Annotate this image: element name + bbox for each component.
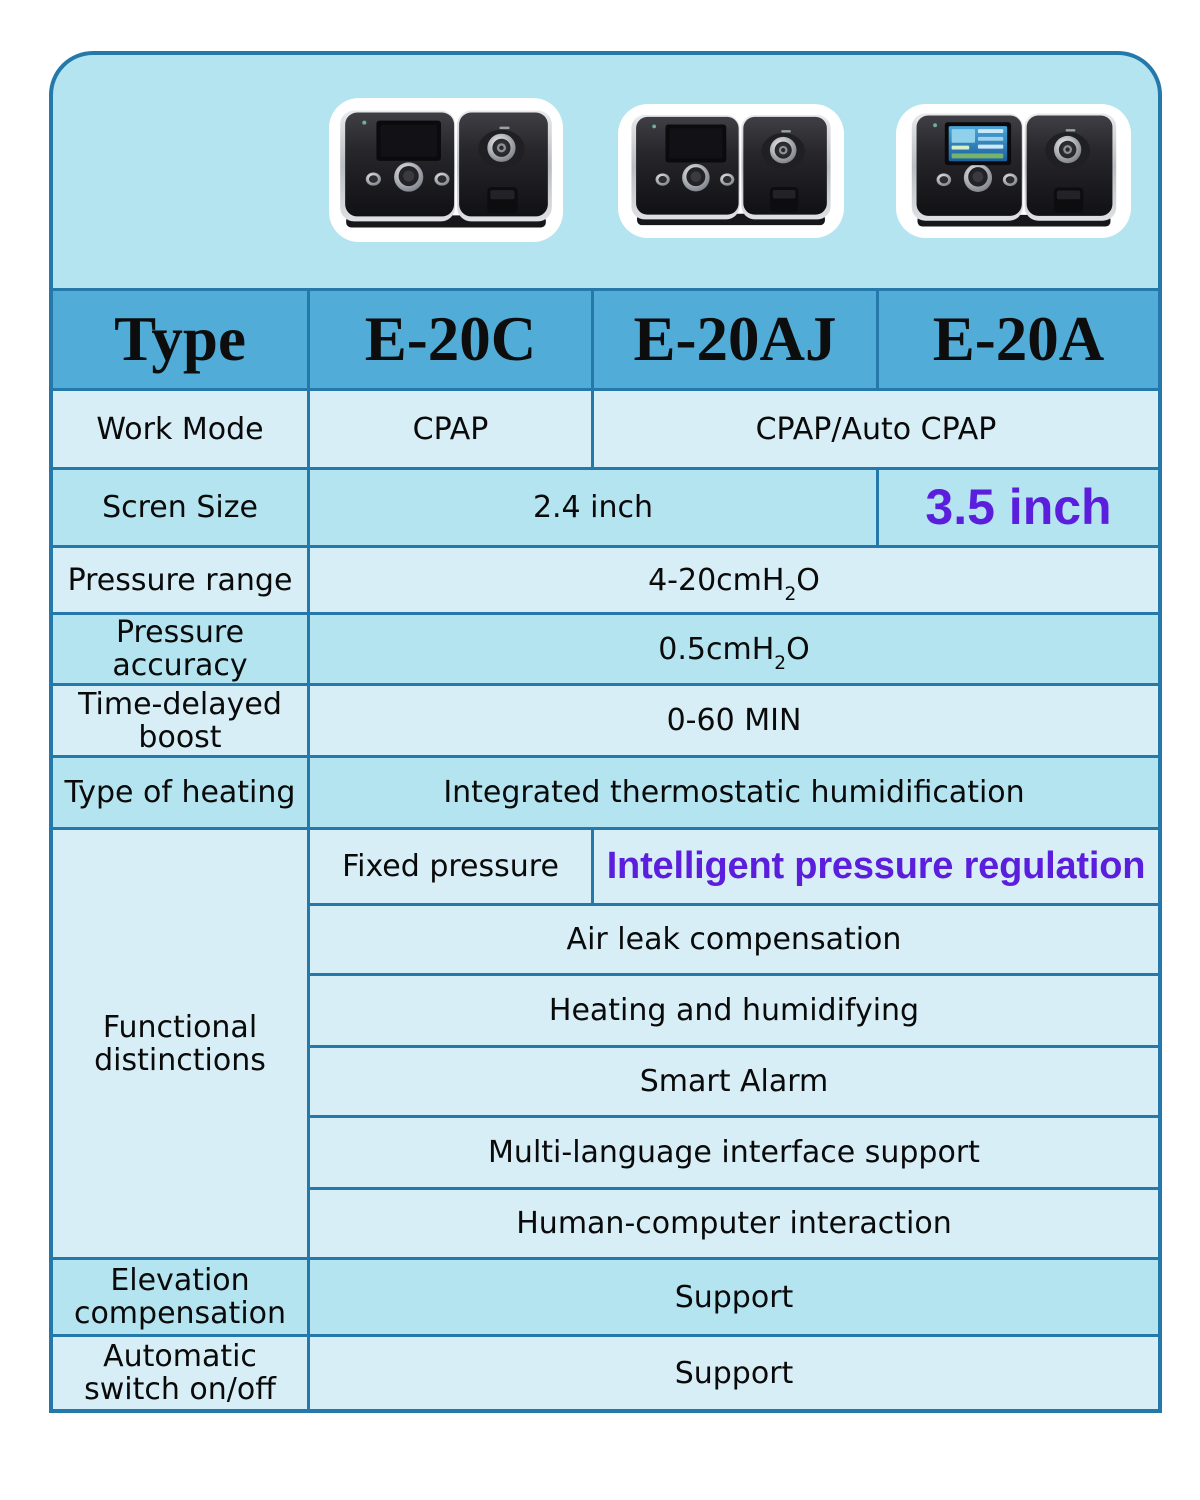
row-label-type-of-heating: Type of heating	[53, 758, 307, 827]
time-delayed-boost-value: 0-60 MIN	[310, 686, 1158, 755]
header-type: Type	[53, 291, 307, 388]
header-e20c: E-20C	[310, 291, 591, 388]
row-label-screen-size: Scren Size	[53, 470, 307, 545]
row-label-elevation-compensation: Elevation compensation	[53, 1260, 307, 1334]
functional-human-computer: Human-computer interaction	[310, 1190, 1158, 1257]
pressure-accuracy-text: 0.5cmH2O	[658, 631, 810, 673]
cpap-device-illustration	[631, 115, 831, 227]
work-mode-e20aj-e20a: CPAP/Auto CPAP	[594, 391, 1158, 467]
label-line: distinctions	[94, 1042, 266, 1078]
functional-intelligent-regulation: Intelligent pressure regulation	[594, 830, 1158, 903]
value-post: O	[796, 562, 820, 598]
row-label-pressure-accuracy: Pressure accuracy	[53, 615, 307, 683]
functional-fixed-pressure: Fixed pressure	[310, 830, 591, 903]
value-pre: 0.5cmH	[658, 631, 775, 667]
label-line: Pressure	[115, 615, 245, 650]
pressure-range-value: 4-20cmH2O	[310, 548, 1158, 612]
elevation-compensation-value: Support	[310, 1260, 1158, 1334]
row-label-pressure-range: Pressure range	[53, 548, 307, 612]
label-line: compensation	[73, 1296, 287, 1331]
type-of-heating-value: Integrated thermostatic humidification	[310, 758, 1158, 827]
comparison-panel: Type E-20C E-20AJ E-20A Work Mode CPAP C…	[49, 51, 1162, 1413]
functional-air-leak: Air leak compensation	[310, 906, 1158, 973]
cpap-device-color-screen-illustration	[911, 114, 1117, 229]
label-line: accuracy	[112, 648, 248, 683]
row-label-automatic-switch: Automatic switch on/off	[53, 1337, 307, 1409]
value-subscript: 2	[784, 583, 797, 605]
label-line: Functional	[102, 1009, 258, 1045]
product-image-e20a	[896, 104, 1131, 238]
functional-heating-humidifying: Heating and humidifying	[310, 976, 1158, 1045]
row-label-work-mode: Work Mode	[53, 391, 307, 467]
pressure-range-text: 4-20cmH2O	[648, 562, 820, 604]
functional-multi-language: Multi-language interface support	[310, 1118, 1158, 1187]
functional-smart-alarm: Smart Alarm	[310, 1048, 1158, 1115]
label-line: boost	[138, 719, 222, 755]
label-line: Elevation	[110, 1263, 250, 1298]
header-e20aj: E-20AJ	[594, 291, 876, 388]
cpap-device-illustration	[340, 111, 552, 230]
automatic-switch-value: Support	[310, 1337, 1158, 1409]
row-label-functional-distinctions: Functional distinctions	[53, 830, 307, 1257]
label-line: Time-delayed	[78, 686, 282, 722]
value-subscript: 2	[774, 652, 787, 674]
pressure-accuracy-value: 0.5cmH2O	[310, 615, 1158, 683]
label-line: switch on/off	[84, 1372, 276, 1407]
label-line: Automatic	[103, 1339, 257, 1374]
product-image-e20aj	[618, 104, 844, 238]
product-images-strip	[53, 55, 1158, 288]
value-post: O	[786, 631, 810, 667]
screen-size-e20a: 3.5 inch	[879, 470, 1158, 545]
spec-table: Type E-20C E-20AJ E-20A Work Mode CPAP C…	[53, 288, 1158, 1409]
row-label-time-delayed-boost: Time-delayed boost	[53, 686, 307, 755]
screen-size-e20c-e20aj: 2.4 inch	[310, 470, 876, 545]
work-mode-e20c: CPAP	[310, 391, 591, 467]
header-e20a: E-20A	[879, 291, 1158, 388]
product-image-e20c	[329, 98, 563, 242]
value-pre: 4-20cmH	[648, 562, 785, 598]
